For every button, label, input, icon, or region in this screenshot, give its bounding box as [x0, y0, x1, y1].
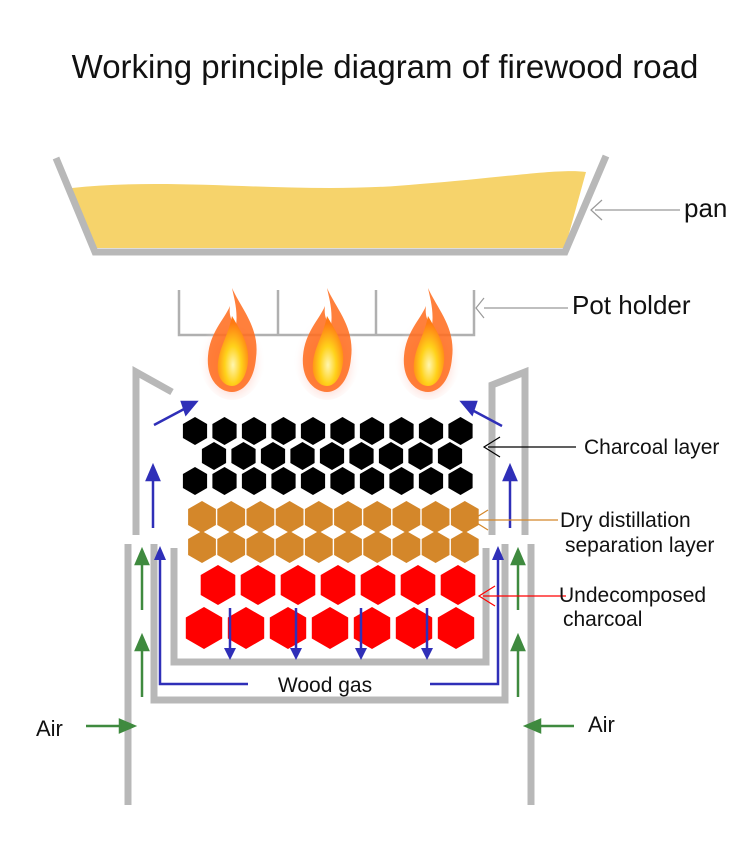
pot-holder-label: Pot holder: [572, 290, 691, 320]
pot-holder-pointer-arrowhead: [475, 297, 485, 319]
dry-distillation-pellet: [363, 501, 392, 533]
fuel-basket: [170, 548, 490, 666]
dry-distillation-pellet: [334, 531, 362, 563]
air-left-label: Air: [36, 716, 63, 741]
charcoal-pellet: [201, 442, 227, 470]
undecomposed-pellet: [360, 565, 396, 605]
dry-distillation-pellet: [275, 501, 304, 533]
dry-distillation-pellet: [421, 501, 450, 533]
dry-distillation-label-line2: separation layer: [565, 534, 714, 557]
stove-inner-chamber: [150, 544, 509, 704]
undecomposed-pellet: [437, 607, 475, 649]
air-right-label: Air: [588, 712, 615, 737]
charcoal-pellet: [359, 467, 385, 495]
charcoal-pellet: [330, 417, 355, 445]
dry-distillation-pellet: [188, 501, 216, 533]
dry-distillation-pellet: [217, 501, 246, 533]
charcoal-pellet: [319, 442, 345, 470]
undecomposed-pellet: [440, 565, 476, 605]
pan: [52, 154, 610, 256]
charcoal-pellet: [418, 417, 444, 445]
dry-distillation-pellet: [392, 501, 421, 533]
charcoal-pellet: [437, 442, 463, 470]
page-title: Working principle diagram of firewood ro…: [72, 48, 699, 85]
charcoal-pellet: [349, 442, 374, 470]
undecomposed-pellet: [200, 565, 236, 605]
charcoal-pellet: [260, 442, 286, 470]
undecomposed-pellet: [227, 607, 265, 649]
pan-label: pan: [684, 193, 727, 223]
charcoal-pellet: [418, 467, 444, 495]
dry-distillation-pellet: [217, 531, 246, 563]
charcoal-pellet: [359, 417, 385, 445]
undecomposed-pellet: [400, 565, 436, 605]
undecomposed-pellet: [280, 565, 316, 605]
wood-gas-flow: [158, 558, 500, 686]
wood-gas-duct-right: [430, 558, 500, 686]
dry-distillation-pellet: [334, 501, 362, 533]
dry-distillation-pellet: [275, 531, 304, 563]
pan-pointer-arrowhead: [590, 199, 603, 221]
charcoal-pellet: [212, 467, 237, 495]
charcoal-pellet: [389, 417, 414, 445]
charcoal-pellet: [448, 417, 473, 445]
charcoal-pellet: [182, 467, 208, 495]
charcoal-pellet: [389, 467, 414, 495]
pan-contents: [72, 171, 586, 248]
wood-gas-duct-left: [158, 558, 248, 686]
charcoal-pellet: [408, 442, 433, 470]
dry-distillation-pellet: [450, 501, 479, 533]
dry-distillation-pellet: [188, 531, 216, 563]
charcoal-pellet: [182, 417, 208, 445]
undecomposed-pointer-arrowhead: [477, 585, 496, 607]
wood-gas-arrowheads: [154, 546, 504, 660]
charcoal-layer-label: Charcoal layer: [584, 436, 719, 459]
undecomposed-pellet: [185, 607, 223, 649]
stove-inner-wall-right: [488, 366, 529, 535]
charcoal-pellet: [212, 417, 237, 445]
dry-distillation-pellet: [421, 531, 450, 563]
dry-distillation-pellet: [392, 531, 421, 563]
dry-distillation-pellet: [304, 531, 333, 563]
charcoal-pellet: [231, 442, 256, 470]
undecomposed-pellet: [395, 607, 433, 649]
charcoal-pellet: [448, 467, 473, 495]
stove-inner-wall-left: [132, 366, 174, 535]
stove-body: [124, 366, 535, 805]
charcoal-pellet: [271, 417, 296, 445]
undecomposed-pellet: [240, 565, 276, 605]
undecomposed-pellet: [353, 607, 391, 649]
charcoal-pellet: [290, 442, 315, 470]
charcoal-pellet: [300, 417, 326, 445]
charcoal-pellet: [300, 467, 326, 495]
secondary-air-arrows: [86, 546, 574, 734]
undecomposed-pellet: [320, 565, 356, 605]
dry-distillation-pellet: [246, 531, 275, 563]
fuel-pellets: [182, 417, 479, 649]
undecomposed-label-line2: charcoal: [563, 608, 642, 631]
charcoal-pellet: [271, 467, 296, 495]
charcoal-pellet: [241, 417, 267, 445]
undecomposed-pellet: [269, 607, 307, 649]
fire-icon: [198, 288, 462, 400]
dry-distillation-pellet: [363, 531, 392, 563]
charcoal-pellet: [241, 467, 267, 495]
undecomposed-label-line1: Undecomposed: [559, 584, 706, 607]
undecomposed-pellet: [311, 607, 349, 649]
dry-distillation-pellet: [450, 531, 479, 563]
wood-gas-label: Wood gas: [278, 674, 372, 697]
dry-distillation-pellet: [246, 501, 275, 533]
charcoal-pellet: [378, 442, 404, 470]
pan-body: [52, 154, 610, 256]
dry-distillation-pointer-arrowhead: [470, 509, 489, 531]
charcoal-pellet: [330, 467, 355, 495]
dry-distillation-pellet: [304, 501, 333, 533]
dry-distillation-label-line1: Dry distillation: [560, 509, 691, 532]
charcoal-pointer-arrowhead: [482, 436, 501, 458]
